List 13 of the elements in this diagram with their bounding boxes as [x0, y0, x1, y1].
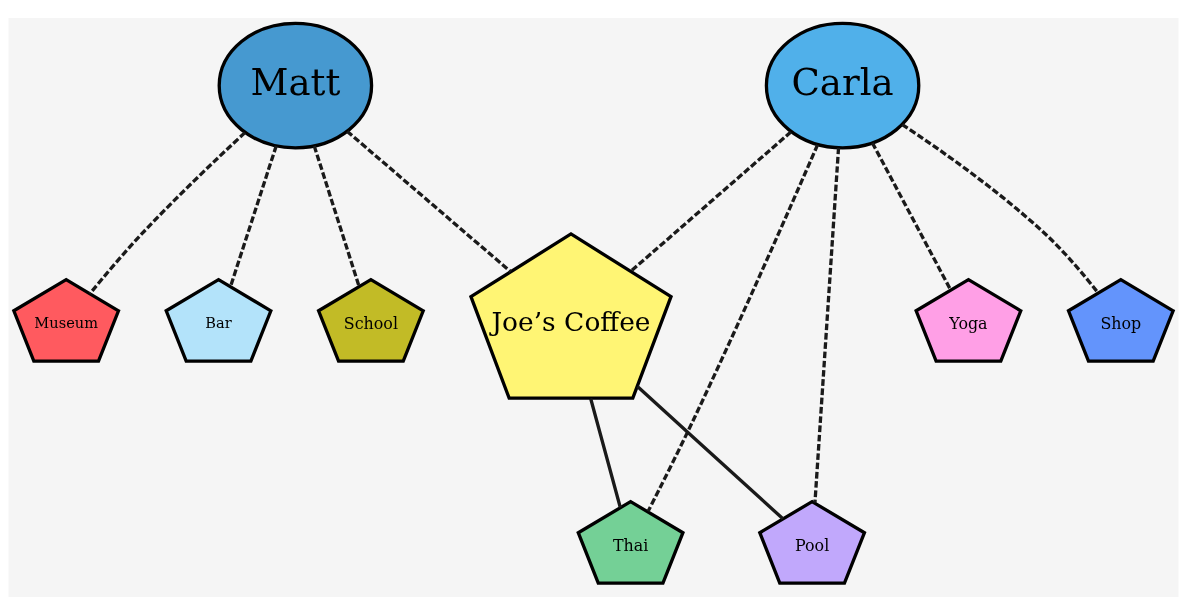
connector	[870, 141, 953, 291]
connector	[629, 130, 792, 272]
connector	[636, 384, 785, 520]
connector	[88, 130, 247, 295]
connector	[589, 397, 622, 508]
connector	[312, 144, 361, 287]
connector	[901, 122, 1100, 294]
node-ellipse: Carla	[764, 21, 921, 149]
connector	[813, 147, 841, 503]
connector	[229, 144, 278, 287]
node-ellipse: Matt	[217, 21, 374, 149]
connector	[346, 129, 512, 273]
connector	[646, 143, 820, 512]
